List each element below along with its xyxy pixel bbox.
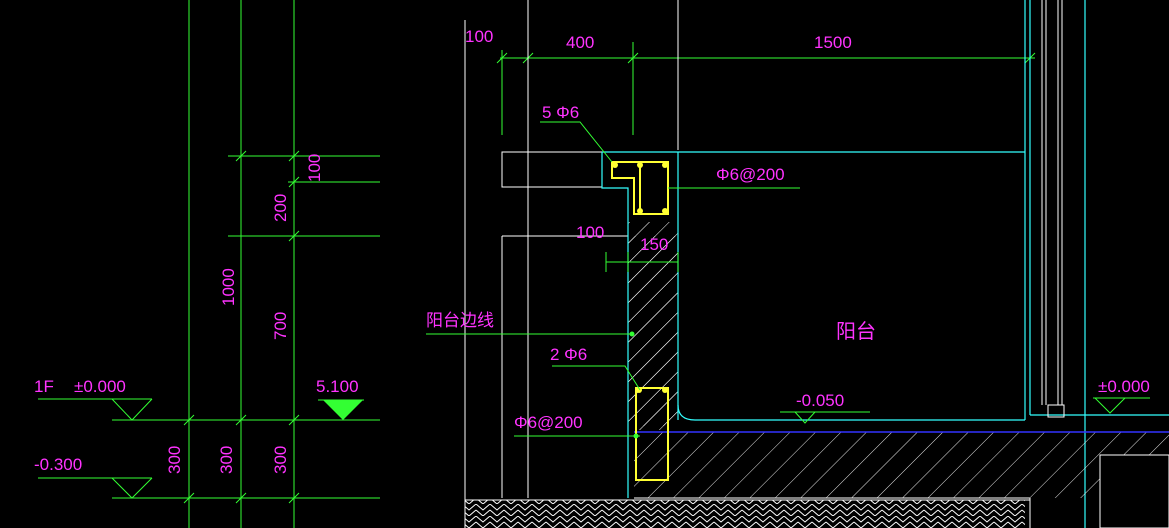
top-dimension-line: [496, 0, 1036, 150]
elevation-5100-marker: [318, 399, 364, 420]
label-floor-1f: 1F: [34, 377, 54, 396]
dim-b-300a: 300: [165, 446, 184, 474]
rebar-bottom-stirrup: Φ6@200: [514, 413, 583, 432]
dim-b-300c: 300: [271, 446, 290, 474]
label-balcony-edge: 阳台边线: [426, 311, 494, 330]
rebar-top-bars: 5 Φ6: [542, 103, 579, 122]
rebar-top-stirrup: Φ6@200: [716, 165, 785, 184]
leader-lines: [426, 121, 1150, 437]
top-rebar-dots: [612, 162, 668, 214]
dim-top-1500: 1500: [814, 33, 852, 52]
ground-hatch: [465, 500, 1025, 528]
left-grid-lines: [112, 0, 380, 528]
dim-v-1000: 1000: [219, 268, 238, 306]
rebar-bottom-bars: 2 Φ6: [550, 345, 587, 364]
dim-v-700: 700: [271, 312, 290, 340]
label-balcony: 阳台: [836, 320, 876, 343]
dim-b-300b: 300: [217, 446, 236, 474]
dim-v-100: 100: [305, 154, 324, 182]
label-elev-0: ±0.000: [74, 377, 126, 396]
floor-slab: [634, 431, 1169, 528]
elevation-markers-left: [38, 398, 153, 499]
leader-dots: [629, 331, 639, 439]
label-elev-5100: 5.100: [316, 377, 359, 396]
top-beam-rebar: [611, 161, 669, 215]
label-elev-m0300: -0.300: [34, 455, 82, 474]
dim-wall-100: 100: [576, 223, 604, 242]
label-elev-m0050: -0.050: [796, 391, 844, 410]
bottom-rebar-dots: [636, 387, 668, 393]
dim-top-100: 100: [465, 27, 493, 46]
label-elev-0-right: ±0.000: [1098, 377, 1150, 396]
window-mullion: [1041, 0, 1065, 418]
wall-outline: [464, 0, 679, 528]
dim-top-400: 400: [566, 33, 594, 52]
dim-v-200: 200: [271, 194, 290, 222]
dim-wall-150: 150: [640, 235, 668, 254]
